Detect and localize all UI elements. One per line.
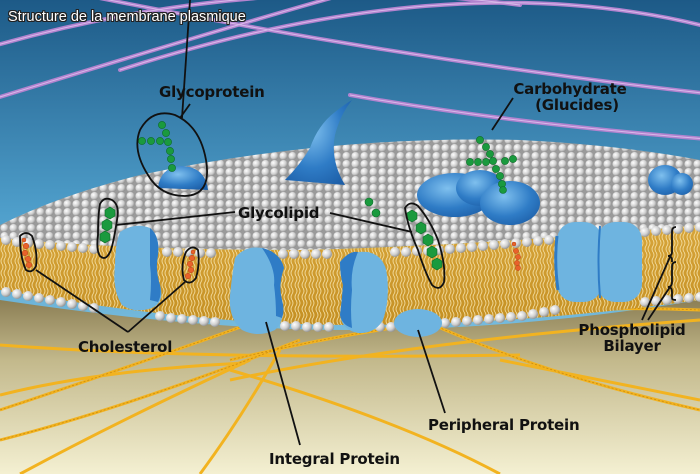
label-phospholipid-sub: Bilayer	[603, 337, 661, 355]
label-phospholipid-main: Phospholipid	[578, 321, 686, 339]
cholesterol-molecules	[21, 237, 521, 280]
peripheral-protein	[394, 309, 442, 337]
glycolipid-sugars-left	[99, 206, 116, 244]
label-phospholipid-bilayer: Phospholipid Bilayer	[572, 322, 692, 354]
surface-proteins	[158, 100, 693, 225]
glycolipid-sugars-right	[406, 209, 443, 271]
label-peripheral-protein: Peripheral Protein	[428, 416, 580, 434]
page-title: Structure de la membrane plasmique	[8, 9, 246, 25]
label-carbohydrate: Carbohydrate (Glucides)	[505, 81, 635, 113]
label-cholesterol: Cholesterol	[78, 338, 173, 356]
label-carbohydrate-sub: (Glucides)	[535, 96, 619, 114]
label-glycoprotein: Glycoprotein	[159, 83, 265, 101]
carbohydrate-sugars	[466, 136, 517, 188]
cytoplasm	[0, 300, 700, 474]
label-carbohydrate-main: Carbohydrate	[513, 80, 627, 98]
label-glycolipid: Glycolipid	[238, 204, 320, 222]
outer-leaflet-surface	[0, 139, 700, 250]
glycoprotein-sugars	[138, 121, 176, 172]
label-integral-protein: Integral Protein	[269, 450, 400, 468]
integral-proteins	[114, 222, 642, 334]
callout-lines	[19, 0, 677, 446]
